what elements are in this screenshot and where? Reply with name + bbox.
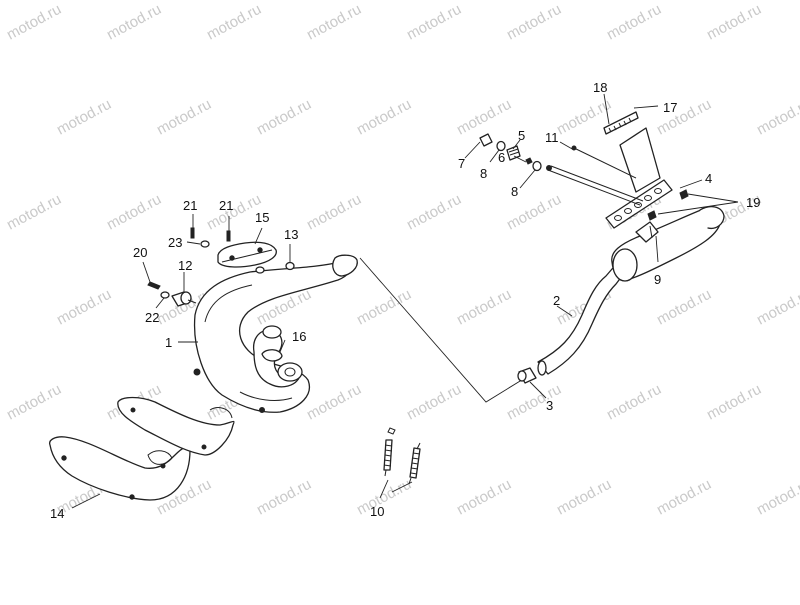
watermark-text: motod.ru	[754, 286, 800, 329]
callout-5: 5	[518, 128, 525, 143]
callout-11: 11	[545, 130, 559, 145]
heat-shield-outer	[49, 436, 191, 501]
callout-23: 23	[168, 235, 182, 250]
watermark-text: motod.ru	[404, 1, 464, 44]
watermark-text: motod.ru	[354, 96, 414, 139]
watermark-text: motod.ru	[454, 286, 514, 329]
callout-4: 4	[705, 171, 712, 186]
expansion-chamber	[193, 254, 358, 413]
callout-12: 12	[178, 258, 192, 273]
muffler-bracket	[605, 127, 689, 229]
watermark-text: motod.ru	[504, 1, 564, 44]
watermark-text: motod.ru	[104, 191, 164, 234]
springs	[383, 427, 421, 485]
rubber-strip	[603, 111, 639, 135]
watermark-text: motod.ru	[354, 286, 414, 329]
watermark-text: motod.ru	[754, 476, 800, 519]
callout-16: 16	[292, 329, 306, 344]
callout-10: 10	[370, 504, 384, 519]
callout-18: 18	[593, 80, 607, 95]
callout-6: 6	[498, 150, 505, 165]
callout-3: 3	[546, 398, 553, 413]
watermark-text: motod.ru	[704, 1, 764, 44]
watermark-text: motod.ru	[254, 96, 314, 139]
callout-21-left: 21	[183, 198, 197, 213]
watermark-text: motod.ru	[454, 96, 514, 139]
callout-14: 14	[50, 506, 64, 521]
bracket-plate	[217, 241, 277, 268]
watermark-text: motod.ru	[254, 476, 314, 519]
callout-9: 9	[654, 272, 661, 287]
watermark-text: motod.ru	[404, 381, 464, 424]
callout-1: 1	[165, 335, 172, 350]
watermark-text: motod.ru	[4, 191, 64, 234]
heat-shield-inner	[117, 396, 235, 456]
watermark-text: motod.ru	[304, 381, 364, 424]
left-fasteners	[147, 227, 295, 307]
callout-19: 19	[746, 195, 760, 210]
watermark-text: motod.ru	[4, 381, 64, 424]
watermark-layer: motod.ru motod.ru motod.ru motod.ru motod.ru…	[4, 1, 800, 519]
callout-7: 7	[458, 156, 465, 171]
callout-22: 22	[145, 310, 159, 325]
tail-pipe	[537, 261, 629, 376]
watermark-text: motod.ru	[404, 191, 464, 234]
watermark-text: motod.ru	[54, 286, 114, 329]
callout-8-right: 8	[511, 184, 518, 199]
watermark-text: motod.ru	[54, 96, 114, 139]
watermark-text: motod.ru	[604, 381, 664, 424]
watermark-text: motod.ru	[304, 191, 364, 234]
watermark-text: motod.ru	[554, 476, 614, 519]
watermark-text: motod.ru	[754, 96, 800, 139]
watermark-text: motod.ru	[204, 1, 264, 44]
callout-13: 13	[284, 227, 298, 242]
assembly-line	[359, 257, 526, 403]
callout-15: 15	[255, 210, 269, 225]
callout-20: 20	[133, 245, 147, 260]
callout-8-left: 8	[480, 166, 487, 181]
leader-lines	[71, 93, 739, 509]
pipe-clamp	[517, 367, 537, 384]
watermark-text: motod.ru	[154, 96, 214, 139]
watermark-text: motod.ru	[104, 1, 164, 44]
callout-17: 17	[663, 100, 677, 115]
watermark-text: motod.ru	[454, 476, 514, 519]
callout-labels: 1 2 3 4 5 6 7 8 8 9 10 11 12 13 14 15 16…	[50, 80, 760, 521]
watermark-text: motod.ru	[704, 381, 764, 424]
upper-fasteners	[479, 133, 644, 206]
watermark-text: motod.ru	[304, 1, 364, 44]
muffler	[611, 205, 725, 282]
watermark-text: motod.ru	[4, 1, 64, 44]
watermark-text: motod.ru	[504, 381, 564, 424]
callout-21-right: 21	[219, 198, 233, 213]
watermark-text: motod.ru	[654, 286, 714, 329]
watermark-text: motod.ru	[654, 476, 714, 519]
watermark-text: motod.ru	[604, 1, 664, 44]
callout-2: 2	[553, 293, 560, 308]
